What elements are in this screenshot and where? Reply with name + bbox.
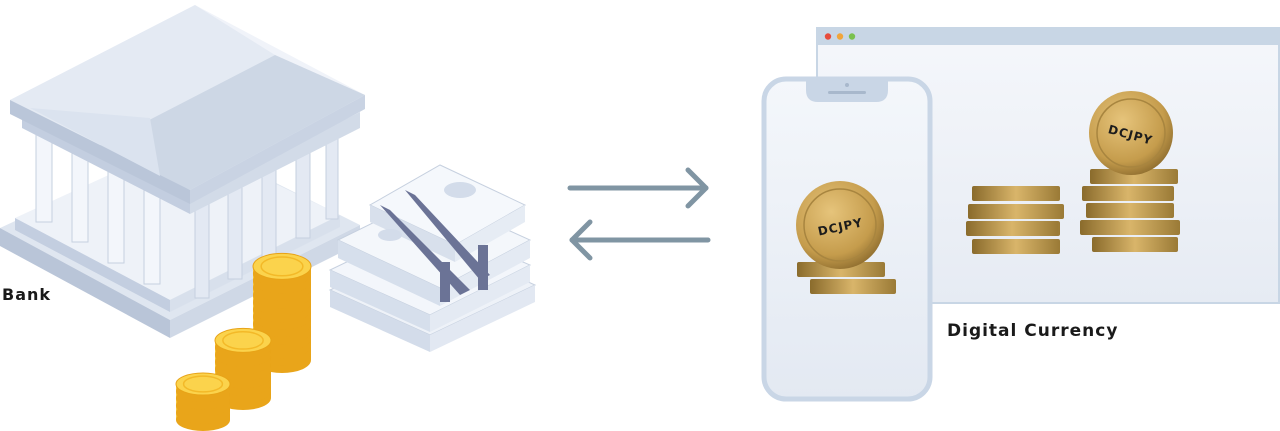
cash-stack-icon bbox=[328, 164, 537, 352]
digital-currency-label: Digital Currency bbox=[947, 321, 1119, 341]
browser-close-dot bbox=[824, 33, 832, 40]
browser-dcjpy-coin: DCJPY bbox=[1089, 91, 1173, 175]
phone-coin-stack bbox=[797, 262, 896, 294]
exchange-arrows-icon bbox=[567, 167, 711, 261]
bank-label: Bank bbox=[2, 285, 52, 304]
browser-minimize-dot bbox=[836, 33, 844, 40]
phone-dcjpy-coin: DCJPY bbox=[796, 181, 884, 269]
browser-coin-stack-left bbox=[966, 186, 1064, 254]
gold-coin-stack-icon bbox=[175, 252, 312, 431]
browser-coin-stack-right bbox=[1080, 169, 1180, 252]
browser-maximize-dot bbox=[848, 33, 856, 40]
